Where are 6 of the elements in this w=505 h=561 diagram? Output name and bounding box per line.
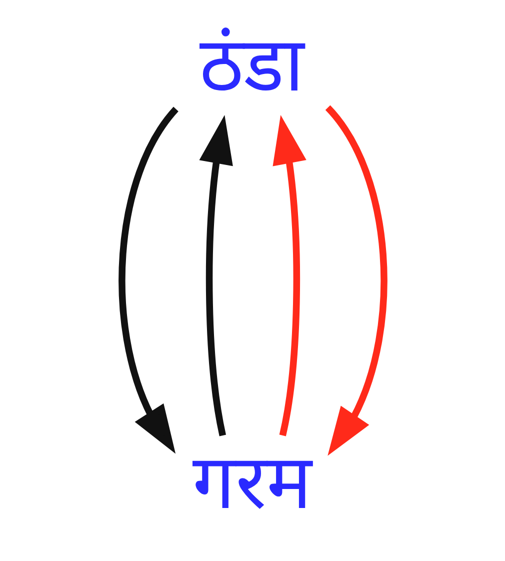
- arrow: [198, 115, 232, 436]
- arrow: [272, 115, 306, 436]
- node-text: ठंडा: [198, 20, 304, 109]
- arrow: [118, 106, 178, 454]
- node-text: गरम: [192, 438, 311, 526]
- arrow: [324, 106, 387, 456]
